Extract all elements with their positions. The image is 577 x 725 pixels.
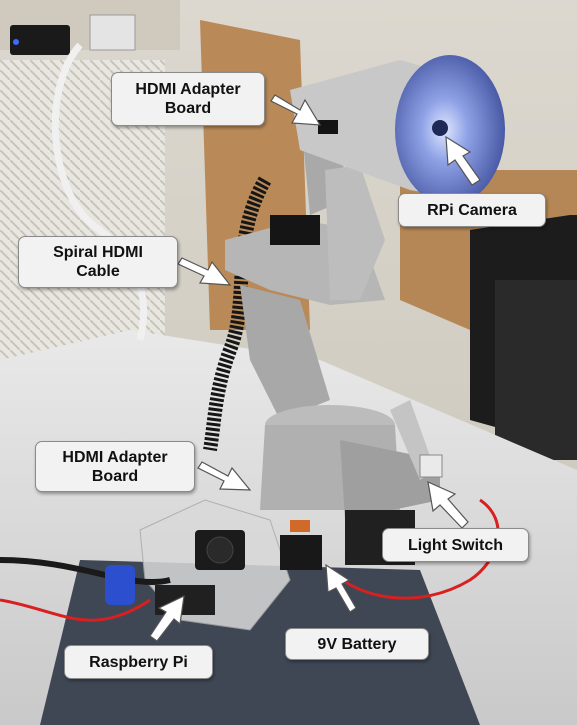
lower-arm [240,285,330,420]
arrow-icon [445,135,481,186]
blue-connector [105,565,135,605]
label-line-1: Spiral HDMI [53,244,143,261]
label-text: RPi Camera [427,201,517,219]
label-spiral-hdmi-cable: Spiral HDMI Cable [18,236,178,288]
lamp-opening [395,55,505,205]
arrow-icon [427,480,469,529]
arrow-icon [325,563,357,613]
label-text: Raspberry Pi [89,653,188,671]
9v-battery [280,535,322,570]
rpi-camera-lens [432,120,448,136]
white-cable [51,42,148,341]
label-hdmi-adapter-board-top: HDMI Adapter Board [111,72,265,126]
label-text: Light Switch [407,536,504,554]
label-raspberry-pi: Raspberry Pi [64,645,213,679]
label-line-1: HDMI Adapter [135,81,241,98]
computer-tower [495,280,577,460]
label-9v-battery: 9V Battery [285,628,429,660]
label-hdmi-adapter-board-bottom: HDMI Adapter Board [35,441,195,492]
elbow-joint [325,165,385,300]
spiral-hdmi-cable [203,176,272,452]
power-adapter [10,25,70,55]
arrow-icon [149,594,185,642]
label-light-switch: Light Switch [382,528,529,562]
label-line-2: Board [91,467,139,485]
label-line-2: Board [164,100,212,117]
arrow-icon [177,257,232,286]
red-cable [328,498,500,600]
arrow-icon [270,94,322,126]
hdmi-adapter-board-top [270,215,320,245]
label-line-2: Cable [76,263,120,280]
arrow-icon [197,461,252,491]
label-rpi-camera: RPi Camera [398,193,546,227]
label-text: 9V Battery [317,635,397,653]
label-line-1: HDMI Adapter [62,448,168,466]
